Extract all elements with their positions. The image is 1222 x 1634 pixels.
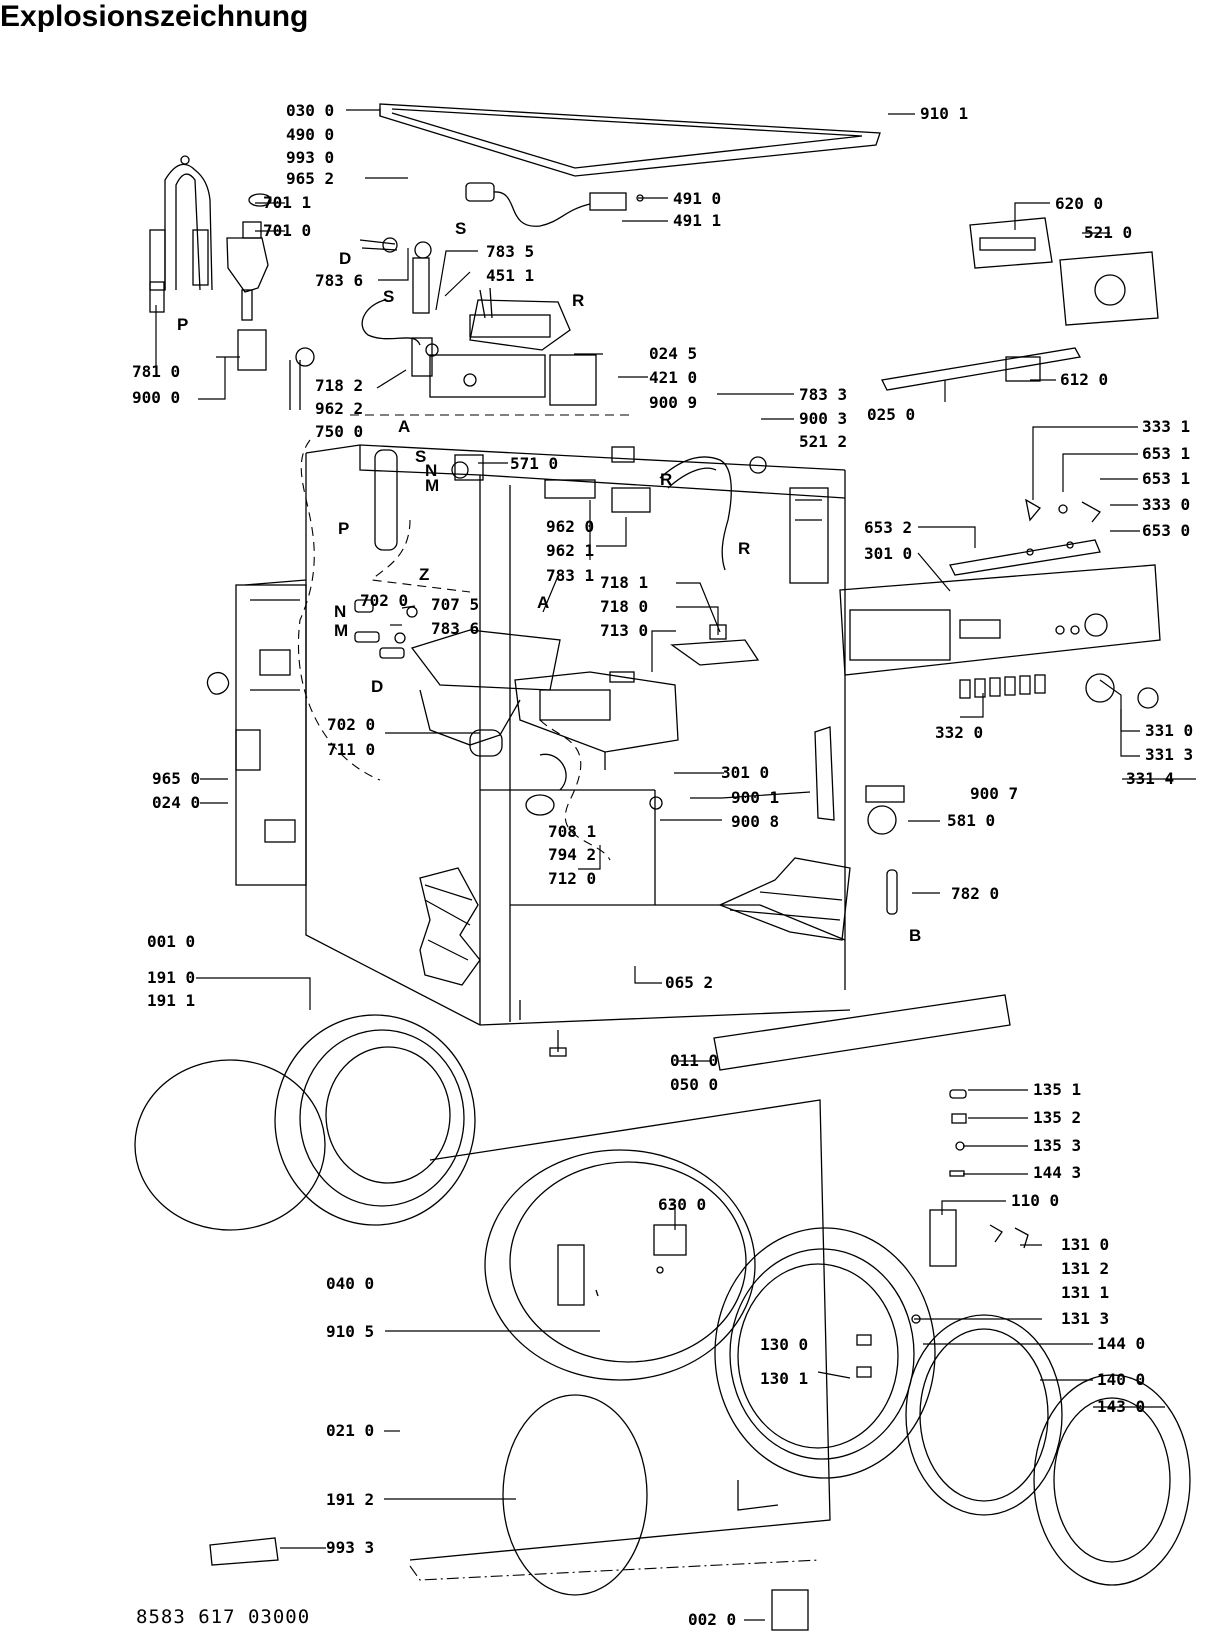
insulation-panels <box>419 857 851 986</box>
door-ring <box>714 1227 936 1479</box>
lower-parts <box>209 1266 821 1631</box>
document-number: 8583 617 03000 <box>136 1606 311 1628</box>
power-cord <box>465 182 644 227</box>
inlet-valve <box>411 287 597 406</box>
page-title: Explosionszeichnung <box>0 0 309 33</box>
leader-lines <box>155 109 1196 1621</box>
front-panel-outline <box>409 1099 831 1561</box>
dashed-outlines <box>298 414 630 861</box>
pcb-module <box>789 487 829 584</box>
kick-plate <box>713 994 1011 1071</box>
display-module <box>1059 251 1159 326</box>
dispenser-housing <box>410 629 567 816</box>
screw-foot <box>549 1030 567 1057</box>
small-parts-left <box>354 599 635 683</box>
top-rail <box>881 347 1082 391</box>
detergent-inlet <box>216 193 315 410</box>
door-glass <box>905 1314 1191 1586</box>
top-lid <box>379 103 881 177</box>
door-lock-right <box>649 726 905 915</box>
panel-buttons <box>959 673 1159 709</box>
drain-pump <box>374 446 635 551</box>
front-boot <box>134 1014 476 1231</box>
door-seal-ring-lower <box>502 1394 648 1596</box>
cabinet-rear-panel <box>207 579 307 886</box>
panel-rail <box>949 539 1101 576</box>
cabinet-frame <box>305 444 851 1026</box>
control-panel <box>839 564 1161 676</box>
inlet-hose <box>149 155 213 313</box>
water-hose-right <box>544 456 767 571</box>
dispenser-hose <box>359 237 432 346</box>
small-clips <box>1025 498 1101 523</box>
door-hinge <box>911 1089 1029 1324</box>
control-board <box>969 217 1053 269</box>
door-bezel-inner <box>484 1149 756 1381</box>
dispenser-drawer <box>514 624 760 770</box>
